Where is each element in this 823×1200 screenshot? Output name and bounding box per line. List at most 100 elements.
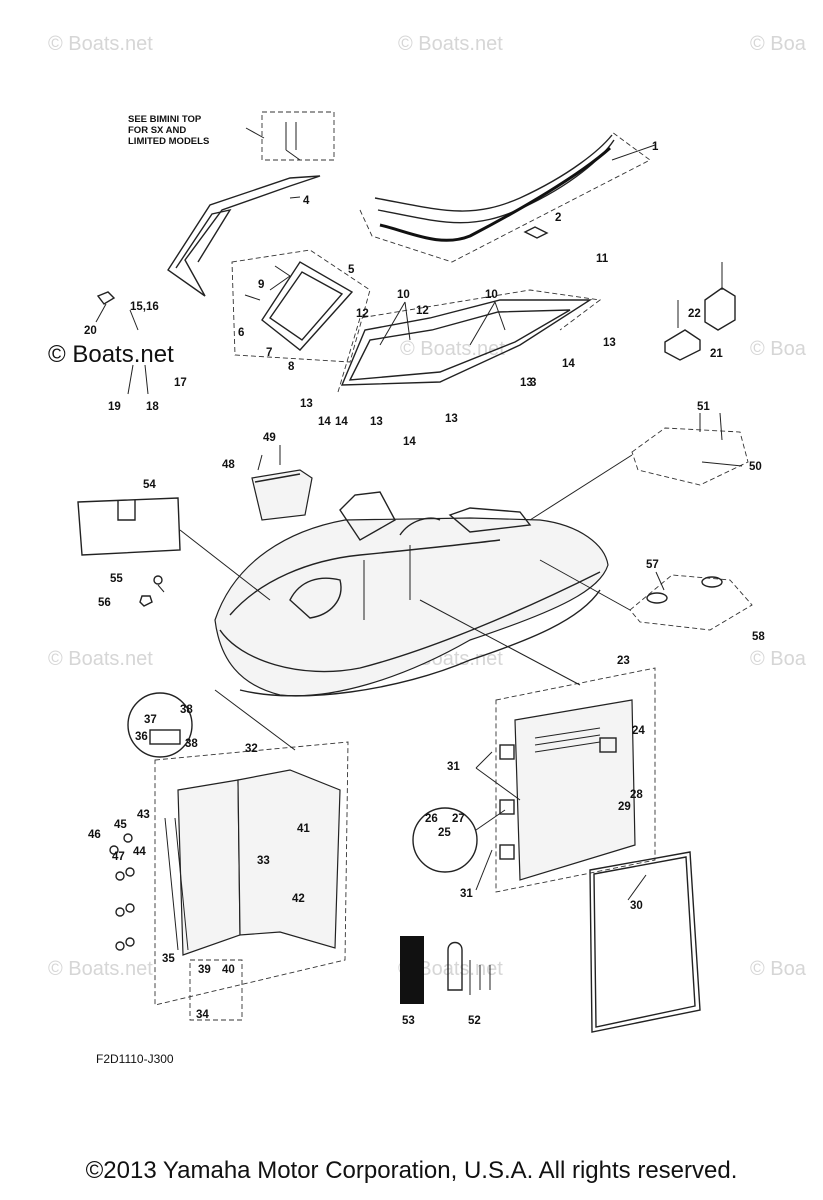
callout: 14 <box>318 416 331 428</box>
part-21-22-brackets <box>664 262 736 361</box>
callout: 13 <box>300 398 313 410</box>
callout: 32 <box>245 743 258 755</box>
callout: 21 <box>710 348 723 360</box>
callout: 33 <box>257 855 270 867</box>
callout: 14 <box>562 358 575 370</box>
callout: 22 <box>688 308 701 320</box>
callout: 13 <box>370 416 383 428</box>
callout: 43 <box>137 809 150 821</box>
watermark-overlay: © Boats.net <box>48 341 174 368</box>
callout: 7 <box>266 347 272 359</box>
part-30-gasket <box>589 851 701 1033</box>
part-1-trim <box>359 131 656 263</box>
callout: 48 <box>222 459 235 471</box>
callout: 4 <box>303 195 310 207</box>
callout: 24 <box>632 725 645 737</box>
callout: 55 <box>110 573 123 585</box>
parts-52-53 <box>400 936 491 1004</box>
callout: 12 <box>416 305 429 317</box>
callout: 49 <box>263 432 276 444</box>
callout: 13 <box>603 337 616 349</box>
watermark: © Boats.net <box>400 338 505 360</box>
callout: 44 <box>133 846 146 858</box>
small-parts-15-20 <box>95 291 149 395</box>
callout: 14 <box>403 436 416 448</box>
callout: 42 <box>292 893 305 905</box>
part-48-bin <box>251 469 313 521</box>
part-54-panel <box>77 497 271 607</box>
callout: 9 <box>258 279 264 291</box>
callout: 13 <box>520 377 533 389</box>
callout: 36 <box>135 731 148 743</box>
leader-lines <box>157 275 743 901</box>
callout: 38 <box>185 738 198 750</box>
callout: 3 <box>530 377 536 389</box>
callout: 35 <box>162 953 175 965</box>
callout: 13 <box>445 413 458 425</box>
callout: 34 <box>196 1009 209 1021</box>
callout: 14 <box>335 416 348 428</box>
callout: 51 <box>697 401 710 413</box>
callout: 29 <box>618 801 631 813</box>
callout: 15,16 <box>130 301 159 313</box>
watermark: © Boa <box>750 648 807 670</box>
callout: 10 <box>485 289 498 301</box>
part-5-window <box>231 249 371 363</box>
callout: 20 <box>84 325 97 337</box>
callout: 31 <box>460 888 473 900</box>
callout: 40 <box>222 964 235 976</box>
svg-text:LIMITED MODELS: LIMITED MODELS <box>128 136 209 147</box>
part-32-door <box>109 689 349 1021</box>
part-50-panel <box>529 427 749 521</box>
part-57-58-tray <box>539 559 753 631</box>
watermark: © Boa <box>750 958 807 980</box>
callout: 30 <box>630 900 643 912</box>
callout: 31 <box>447 761 460 773</box>
watermark: © Boa <box>750 33 807 55</box>
callout: 11 <box>596 253 609 265</box>
watermark: © Boats.net <box>48 648 153 670</box>
callout: 52 <box>468 1015 481 1027</box>
callout: 46 <box>88 829 101 841</box>
callout: 2 <box>555 212 561 224</box>
watermark: © Boats.net <box>398 958 503 980</box>
copyright-notice: ©2013 Yamaha Motor Corporation, U.S.A. A… <box>85 1157 738 1184</box>
callout: 6 <box>238 327 244 339</box>
callout: 38 <box>180 704 193 716</box>
part-3-side-glass <box>337 289 602 393</box>
callout: 54 <box>143 479 156 491</box>
callout: 41 <box>297 823 310 835</box>
diagram-code: F2D1110-J300 <box>96 1052 174 1066</box>
callout: 39 <box>198 964 211 976</box>
callout: 53 <box>402 1015 415 1027</box>
callout: 18 <box>146 401 159 413</box>
callout: 27 <box>452 813 465 825</box>
callout: 8 <box>288 361 295 373</box>
part-4-frame <box>167 175 321 297</box>
callout: 47 <box>112 851 125 863</box>
callout: 1 <box>652 141 659 153</box>
callout: 56 <box>98 597 111 609</box>
part-53-black-panel <box>400 936 424 1004</box>
svg-text:FOR SX AND: FOR SX AND <box>128 125 186 136</box>
callout-labels: 1 2 3 4 5 6 7 8 9 10 10 11 12 12 13 13 1… <box>84 141 765 1027</box>
callout: 45 <box>114 819 127 831</box>
boat-hull <box>214 491 609 697</box>
callout: 37 <box>144 714 157 726</box>
callout: 23 <box>617 655 630 667</box>
watermark: © Boats.net <box>398 33 503 55</box>
callout: 57 <box>646 559 659 571</box>
watermark: © Boats.net <box>48 33 153 55</box>
svg-text:SEE BIMINI TOP: SEE BIMINI TOP <box>128 114 202 125</box>
callout: 25 <box>438 827 451 839</box>
callout: 26 <box>425 813 438 825</box>
watermark: © Boats.net <box>48 958 153 980</box>
watermark-layer: © Boats.net © Boats.net © Boa © Boats.ne… <box>48 33 807 980</box>
part-23-locker <box>412 599 656 893</box>
callout: 10 <box>397 289 410 301</box>
callout: 12 <box>356 308 369 320</box>
callout: 58 <box>752 631 765 643</box>
callout: 5 <box>348 264 355 276</box>
